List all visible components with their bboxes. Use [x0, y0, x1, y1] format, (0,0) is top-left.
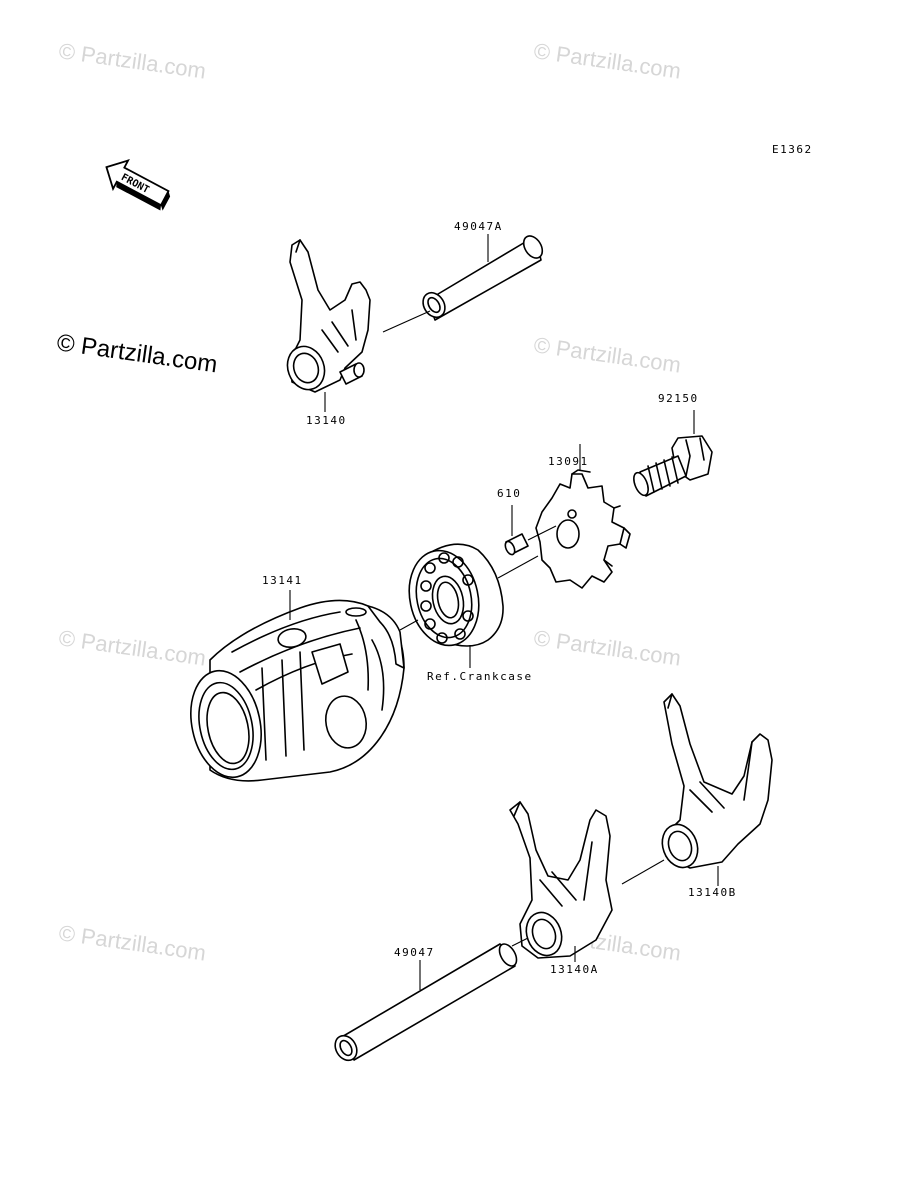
- watermark: © Partzilla.com: [57, 38, 207, 83]
- bolt: [633, 435, 713, 497]
- watermark: © Partzilla.com: [57, 625, 207, 670]
- watermark: © Partzilla.com: [532, 625, 682, 670]
- label-13140B: 13140B: [688, 886, 737, 899]
- watermark-main: © Partzilla.com: [55, 329, 219, 378]
- label-610: 610: [497, 487, 521, 500]
- watermark: © Partzilla.com: [532, 332, 682, 377]
- label-13141: 13141: [262, 574, 303, 587]
- label-49047A: 49047A: [454, 220, 503, 233]
- label-13140: 13140: [306, 414, 347, 427]
- shift-drum: [190, 599, 405, 782]
- fork-right: [661, 693, 773, 869]
- label-ref-crankcase: Ref.Crankcase: [427, 670, 533, 683]
- bearing: [408, 543, 504, 647]
- fork-upper: [286, 239, 371, 393]
- fork-lower: [509, 801, 613, 959]
- watermark: © Partzilla.com: [57, 920, 207, 965]
- label-13140A: 13140A: [550, 963, 599, 976]
- pin: [504, 525, 557, 556]
- cam-plate: [535, 469, 631, 589]
- watermark: © Partzilla.com: [532, 38, 682, 83]
- diagram-code: E1362: [772, 143, 813, 156]
- shaft-upper: [382, 235, 544, 333]
- shaft-lower: [334, 937, 529, 1062]
- label-13091: 13091: [548, 455, 589, 468]
- label-49047: 49047: [394, 946, 435, 959]
- label-92150: 92150: [658, 392, 699, 405]
- front-arrow-icon: FRONT: [105, 159, 171, 211]
